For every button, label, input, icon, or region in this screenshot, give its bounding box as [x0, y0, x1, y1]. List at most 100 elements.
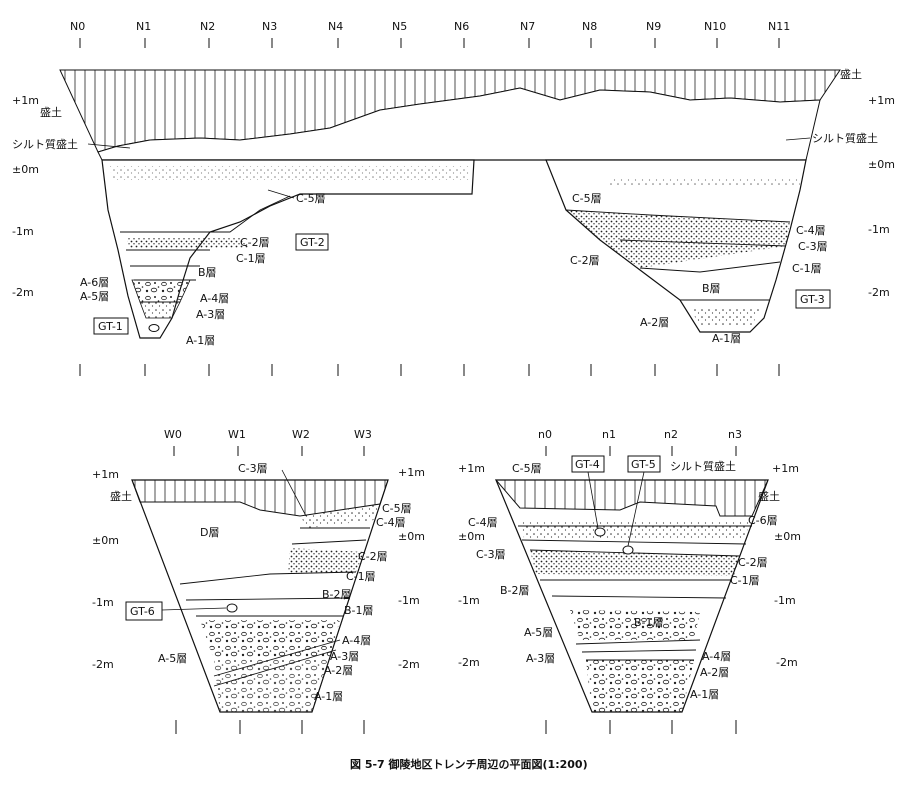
bl-scale-minus2m: -2m	[92, 658, 114, 671]
axis-label-w1: W1	[228, 428, 246, 441]
br-label-b2: B-2層	[500, 584, 530, 597]
br-c4	[520, 522, 750, 540]
bl-a1	[214, 656, 330, 712]
bl-c2	[288, 548, 364, 574]
bl-label-c5: C-5層	[382, 502, 412, 515]
br-label-c6: C-6層	[748, 514, 778, 527]
bl-label-b1: B-1層	[344, 604, 374, 617]
top-right-strata-lines	[565, 209, 791, 301]
top-silt-layer	[97, 87, 821, 161]
label-gt1: GT-1	[98, 320, 123, 333]
scale-0m: ±0m	[868, 158, 895, 171]
bl-label-c4: C-4層	[376, 516, 406, 529]
bl-scale-minus1m: -1m	[92, 596, 114, 609]
axis-label-n8: N8	[582, 20, 597, 33]
br-scale-0m: ±0m	[458, 530, 485, 543]
label-b-left: B層	[198, 266, 217, 279]
top-labels: 盛土 盛土 シルト質盛土 シルト質盛土 C-5層 C-2層 GT-2 C-1層 …	[12, 67, 878, 347]
br-scale-minus2m-r: -2m	[776, 656, 798, 669]
top-left-trench	[101, 159, 475, 339]
top-scale-left: +1m ±0m -1m -2m	[12, 94, 39, 299]
gt2-box	[295, 233, 329, 251]
br-label-a4: A-4層	[702, 650, 731, 663]
bl-scale-0m: ±0m	[92, 534, 119, 547]
axis-label-n6: N6	[454, 20, 469, 33]
label-gt2: GT-2	[300, 236, 325, 249]
scale-minus1m: -1m	[12, 225, 34, 238]
bl-label-c2: C-2層	[358, 550, 388, 563]
label-fill-left: 盛土	[40, 105, 62, 119]
bl-scale-minus1m-r: -1m	[398, 594, 420, 607]
axis-label-n3: N3	[262, 20, 277, 33]
br-label-silt: シルト質盛土	[670, 459, 736, 473]
axis-label-n11: N11	[768, 20, 790, 33]
br-label-c2: C-2層	[738, 556, 768, 569]
br-fill-layer	[494, 479, 769, 517]
br-axis-ticks	[545, 446, 737, 734]
axis-label-n5: N5	[392, 20, 407, 33]
bl-label-a1: A-1層	[314, 690, 343, 703]
axis-label-n0-small: n0	[538, 428, 552, 441]
bl-label-gt6: GT-6	[130, 605, 155, 618]
br-scale-minus1m-r: -1m	[774, 594, 796, 607]
top-axis: N0 N1 N2 N3 N4 N5 N6 N7 N8 N9 N10 N11	[70, 20, 790, 376]
bl-label-d: D層	[200, 526, 219, 539]
axis-label-w2: W2	[292, 428, 310, 441]
br-scale-minus1m: -1m	[458, 594, 480, 607]
label-a2-right: A-2層	[640, 316, 669, 329]
label-c2-right: C-2層	[570, 254, 600, 267]
br-label-c5: C-5層	[512, 462, 542, 475]
axis-label-n1: N1	[136, 20, 151, 33]
top-c5-right-band	[610, 178, 800, 186]
gt5-sample	[622, 545, 634, 555]
bl-label-c1: C-1層	[346, 570, 376, 583]
top-c5-dotted-band	[110, 166, 470, 180]
axis-label-n1-small: n1	[602, 428, 616, 441]
gt4-sample	[594, 527, 606, 537]
axis-label-n3-small: n3	[728, 428, 742, 441]
label-a6: A-6層	[80, 276, 109, 289]
label-c3-right: C-3層	[798, 240, 828, 253]
label-c1-left: C-1層	[236, 252, 266, 265]
top-a3-left	[139, 301, 181, 319]
bl-label-a5: A-5層	[158, 652, 187, 665]
axis-label-n0: N0	[70, 20, 85, 33]
axis-label-n7: N7	[520, 20, 535, 33]
bl-axis-ticks	[173, 446, 365, 734]
br-label-gt5: GT-5	[631, 458, 656, 471]
bl-label-a2: A-2層	[324, 664, 353, 677]
bl-scale-plus1m-r: +1m	[398, 466, 425, 479]
bl-label-c3: C-3層	[238, 462, 268, 475]
top-c2-right	[566, 210, 790, 268]
br-label-a3: A-3層	[526, 652, 555, 665]
scale-plus1m: +1m	[12, 94, 39, 107]
scale-0m: ±0m	[12, 163, 39, 176]
top-scale-right: +1m ±0m -1m -2m	[868, 94, 895, 299]
br-label-c4: C-4層	[468, 516, 498, 529]
label-silt-right: シルト質盛土	[812, 131, 878, 145]
axis-label-n9: N9	[646, 20, 661, 33]
label-a4: A-4層	[200, 292, 229, 305]
bl-label-fill: 盛土	[110, 489, 132, 503]
scale-minus2m: -2m	[868, 286, 890, 299]
br-label-a2: A-2層	[700, 666, 729, 679]
gt3-box	[795, 289, 831, 309]
label-a3: A-3層	[196, 308, 225, 321]
bottom-left-section: W0 W1 W2 W3 +1m ±0m -1m -2m +1m ±0m -1m …	[92, 428, 425, 734]
label-c5-right: C-5層	[572, 192, 602, 205]
label-c2-left: C-2層	[240, 236, 270, 249]
label-c1-right: C-1層	[792, 262, 822, 275]
bl-strata-lines	[179, 527, 370, 687]
bottom-right-section: n0 n1 n2 n3 +1m ±0m -1m -2m +1m ±0m -1m …	[458, 428, 801, 734]
bl-scale-plus1m: +1m	[92, 468, 119, 481]
gt6-box	[125, 601, 163, 621]
label-a5: A-5層	[80, 290, 109, 303]
label-b-right: B層	[702, 282, 721, 295]
bl-a5	[200, 620, 340, 660]
br-label-gt4: GT-4	[575, 458, 600, 471]
br-a5	[570, 610, 700, 640]
gt1-sample	[148, 324, 160, 332]
axis-label-n10: N10	[704, 20, 726, 33]
top-axis-ticks	[79, 38, 780, 376]
label-silt-left: シルト質盛土	[12, 137, 78, 151]
